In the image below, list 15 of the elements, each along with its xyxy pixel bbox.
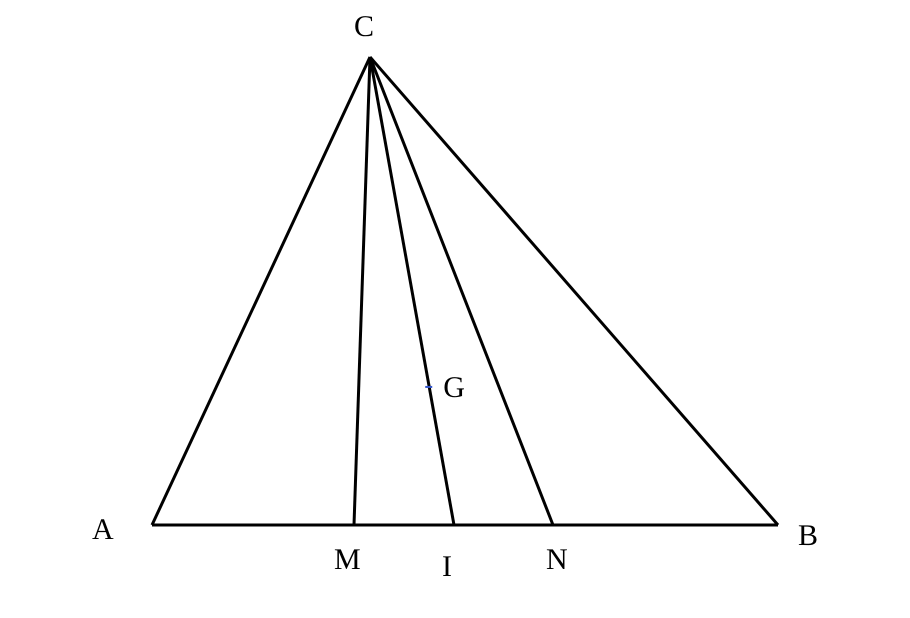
point-label: G [443, 372, 465, 403]
point-label: C [354, 12, 374, 42]
line-segment [368, 56, 456, 526]
point-label: B [798, 521, 818, 551]
line-segment [150, 56, 372, 526]
point-label: A [92, 515, 114, 545]
line-segment [152, 524, 354, 526]
point-label: M [334, 545, 361, 575]
line-segment [354, 524, 454, 526]
line-segment [368, 56, 554, 526]
line-segment [553, 524, 778, 526]
point-label: I [442, 552, 452, 582]
line-segment [368, 56, 780, 526]
point-label: N [546, 545, 568, 575]
line-segment [454, 524, 553, 526]
